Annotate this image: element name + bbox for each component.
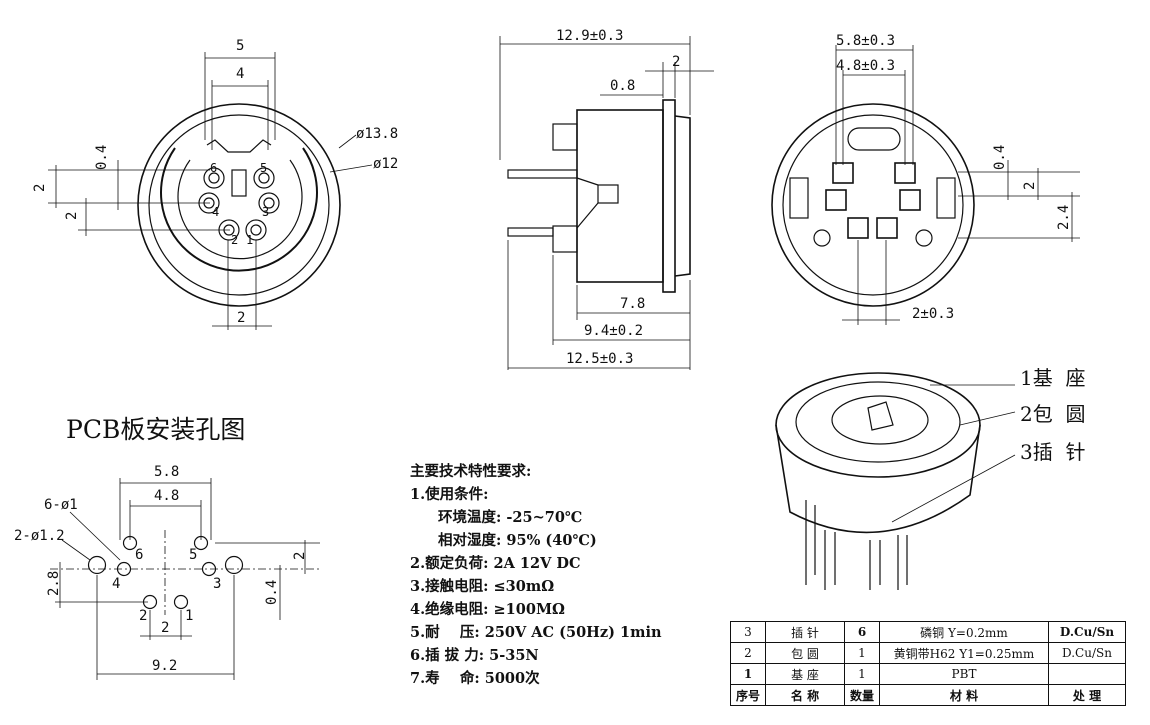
bom-row: 2 包 圆 1 黄铜带H62 Y1=0.25mm D.Cu/Sn <box>730 642 1126 664</box>
bom-header-cell: 数量 <box>844 684 880 706</box>
front-dim-diameter-inner: ø12 <box>373 156 398 172</box>
spec-line: 环境温度: -25~70℃ <box>438 509 583 526</box>
bom-header-row: 序号 名 称 数量 材 料 处 理 <box>730 684 1126 706</box>
bom-row: 1 基 座 1 PBT <box>730 663 1126 685</box>
front-dim-top-inner: 4 <box>236 66 244 82</box>
side-dim-2: 2 <box>672 54 680 70</box>
pcb-label-6-holes: 6-ø1 <box>44 497 78 513</box>
bom-cell: 插 针 <box>765 621 845 643</box>
side-dim-total-width: 12.9±0.3 <box>556 28 623 44</box>
pcb-title: PCB板安装孔图 <box>66 415 246 444</box>
front-pin-label-2: 2 <box>231 233 238 247</box>
back-dim-2: 2 <box>1022 182 1038 190</box>
spec-line: 1.使用条件: <box>410 486 489 503</box>
side-dim-9-4: 9.4±0.2 <box>584 323 643 339</box>
spec-line: 相对湿度: 95% (40℃) <box>438 532 597 549</box>
back-dim-5-8: 5.8±0.3 <box>836 33 895 49</box>
spec-line: 6.插 拔 力: 5-35N <box>410 647 539 664</box>
front-dim-0-4: 0.4 <box>94 145 110 170</box>
part-callout-pin: 3插 针 <box>1020 436 1085 465</box>
front-view <box>48 52 373 330</box>
bom-cell: 基 座 <box>765 663 845 685</box>
pcb-pin-label-5: 5 <box>189 547 197 563</box>
pcb-pin-label-1: 1 <box>185 608 193 624</box>
bom-header-cell: 序号 <box>730 684 766 706</box>
bom-cell: 1 <box>730 663 766 685</box>
bom-header-cell: 材 料 <box>879 684 1049 706</box>
bom-header-cell: 名 称 <box>765 684 845 706</box>
side-dim-7-8: 7.8 <box>620 296 645 312</box>
back-dim-0-4: 0.4 <box>992 145 1008 170</box>
back-dim-bottom: 2±0.3 <box>912 306 954 322</box>
pcb-dim-2-mid: 2 <box>161 620 169 636</box>
front-dim-2-b: 2 <box>64 212 80 220</box>
pcb-dim-9-2: 9.2 <box>152 658 177 674</box>
pcb-pin-label-6: 6 <box>135 547 143 563</box>
front-dim-diameter-outer: ø13.8 <box>356 126 398 142</box>
side-view <box>499 36 714 370</box>
side-dim-12-5: 12.5±0.3 <box>566 351 633 367</box>
front-pin-label-6: 6 <box>210 161 217 175</box>
back-view <box>771 45 1080 325</box>
part-callout-name: 基 座 <box>1032 366 1086 390</box>
bom-header-cell: 处 理 <box>1048 684 1126 706</box>
bom-cell: 3 <box>730 621 766 643</box>
bom-cell: 磷铜 Y=0.2mm <box>879 621 1049 643</box>
spec-line: 4.绝缘电阻: ≥100MΩ <box>410 601 565 618</box>
side-dim-0-8: 0.8 <box>610 78 635 94</box>
bom-cell: 包 圆 <box>765 642 845 664</box>
bom-row: 3 插 针 6 磷铜 Y=0.2mm D.Cu/Sn <box>730 621 1126 643</box>
part-callout-num: 1 <box>1020 366 1033 390</box>
pcb-dim-2-8: 2.8 <box>46 571 62 596</box>
bom-cell: PBT <box>879 663 1049 685</box>
front-pin-label-3: 3 <box>262 205 269 219</box>
bom-cell: 6 <box>844 621 880 643</box>
part-callout-shell: 2包 圆 <box>1020 398 1085 427</box>
front-pin-label-1: 1 <box>246 233 253 247</box>
spec-requirements: 主要技术特性要求: 1.使用条件: 环境温度: -25~70℃ 相对湿度: 95… <box>410 460 662 690</box>
spec-title: 主要技术特性要求: <box>410 463 532 480</box>
part-callout-num: 2 <box>1020 402 1033 426</box>
back-dim-2-4: 2.4 <box>1056 205 1072 230</box>
front-dim-top-outer: 5 <box>236 38 244 54</box>
part-callout-name: 包 圆 <box>1032 402 1086 426</box>
back-dim-4-8: 4.8±0.3 <box>836 58 895 74</box>
pcb-dim-2-right: 2 <box>292 552 308 560</box>
pcb-dim-0-4: 0.4 <box>264 580 280 605</box>
bom-cell: 黄铜带H62 Y1=0.25mm <box>879 642 1049 664</box>
front-dim-2-a: 2 <box>32 184 48 192</box>
pcb-pin-label-3: 3 <box>213 576 221 592</box>
bom-cell: 2 <box>730 642 766 664</box>
part-callout-num: 3 <box>1020 440 1033 464</box>
spec-line: 7.寿 命: 5000次 <box>410 670 540 687</box>
bom-cell <box>1048 663 1126 685</box>
pcb-dim-4-8: 4.8 <box>154 488 179 504</box>
front-pin-label-5: 5 <box>260 161 267 175</box>
bom-cell: 1 <box>844 663 880 685</box>
bom-cell: 1 <box>844 642 880 664</box>
part-callout-base: 1基 座 <box>1020 362 1085 391</box>
pcb-layout <box>50 478 320 680</box>
spec-line: 2.额定负荷: 2A 12V DC <box>410 555 581 572</box>
pcb-label-2-holes: 2-ø1.2 <box>14 528 65 544</box>
bom-cell: D.Cu/Sn <box>1048 642 1126 664</box>
bom-cell: D.Cu/Sn <box>1048 621 1126 643</box>
pcb-pin-label-4: 4 <box>112 576 120 592</box>
part-callout-name: 插 针 <box>1032 440 1086 464</box>
spec-line: 3.接触电阻: ≤30mΩ <box>410 578 555 595</box>
bill-of-materials: 3 插 针 6 磷铜 Y=0.2mm D.Cu/Sn 2 包 圆 1 黄铜带H6… <box>730 621 1126 706</box>
isometric-view <box>775 372 1016 590</box>
pcb-dim-5-8: 5.8 <box>154 464 179 480</box>
front-pin-label-4: 4 <box>212 205 219 219</box>
pcb-pin-label-2: 2 <box>139 608 147 624</box>
spec-line: 5.耐 压: 250V AC (50Hz) 1min <box>410 624 662 641</box>
front-dim-bottom: 2 <box>237 310 245 326</box>
